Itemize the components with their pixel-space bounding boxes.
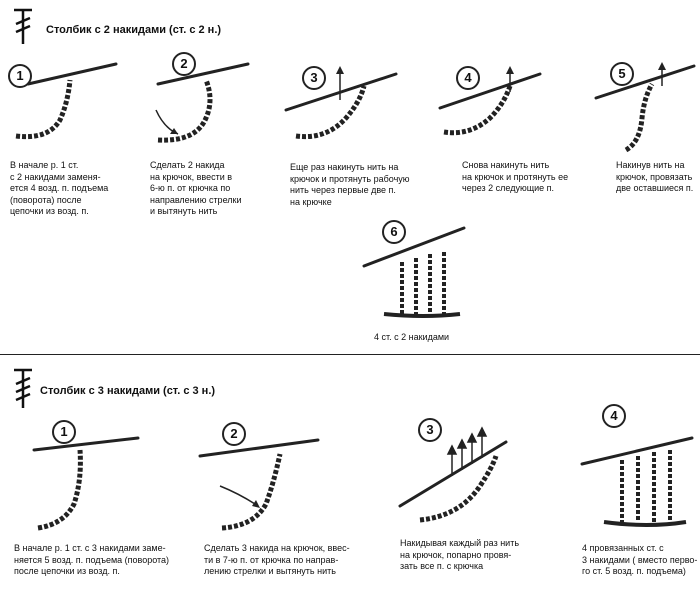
step-illustration (284, 66, 398, 140)
chain-stitch-icon (443, 85, 513, 136)
step-illustration (15, 62, 118, 140)
step-number-badge: 4 (456, 66, 480, 90)
step-number-badge: 2 (222, 422, 246, 446)
step-1-double: 1 (8, 58, 128, 158)
crochet-hook-icon (32, 436, 140, 452)
step-2-treble: 2 (198, 420, 320, 532)
direction-arrow-icon (219, 485, 259, 507)
step-3-double: 3 (284, 60, 398, 160)
crochet-hook-icon (198, 438, 320, 458)
step-caption: В начале р. 1 ст. с 3 накидами заме- няе… (14, 543, 170, 576)
chain-stitch-icon (295, 85, 367, 140)
step-number-badge: 1 (8, 64, 32, 88)
step-caption: 4 провязанных ст. с 3 накидами ( вместо … (582, 543, 698, 576)
step-caption: Накинув нить на крючок, провязать две ос… (616, 160, 694, 193)
step-5-double: 5 (594, 58, 696, 154)
step-caption: Сделать 2 накида на крючок, ввести в 6-ю… (150, 160, 242, 216)
step-illustration (398, 426, 508, 523)
step-number-badge: 2 (172, 52, 196, 76)
chain-stitch-icon (419, 455, 499, 523)
crochet-hook-icon (362, 226, 466, 268)
section-title-double-crochet: Столбик с 2 накидами (ст. с 2 н.) (46, 24, 222, 36)
step-caption: 4 ст. с 2 накидами (374, 332, 450, 342)
section-divider (0, 354, 700, 355)
section-title-treble-crochet: Столбик с 3 накидами (ст. с 3 н.) (40, 385, 216, 397)
chain-stitch-icon (15, 79, 73, 140)
step-illustration (155, 62, 250, 143)
crochet-hook-icon (594, 64, 696, 100)
stitch-columns (400, 252, 446, 314)
step-illustration (32, 436, 140, 531)
direction-arrow-icon (446, 426, 488, 476)
step-number-badge: 6 (382, 220, 406, 244)
step-4-double: 4 (438, 62, 542, 160)
stitch-columns (620, 450, 672, 522)
step-number-badge: 4 (602, 404, 626, 428)
chain-stitch-icon (624, 82, 655, 153)
step-illustration (580, 436, 694, 527)
step-caption: В начале р. 1 ст. с 2 накидами заменя- е… (10, 160, 109, 216)
crochet-hook-icon (438, 72, 542, 110)
step-number-badge: 3 (302, 66, 326, 90)
step-number-badge: 5 (610, 62, 634, 86)
step-2-double: 2 (148, 50, 258, 158)
step-illustration (438, 66, 542, 136)
step-illustration (362, 226, 466, 318)
step-3-treble: 3 (398, 416, 510, 526)
step-caption: Еще раз накинуть нить на крючок и протян… (290, 162, 410, 207)
double-crochet-symbol-icon (14, 8, 32, 44)
step-number-badge: 1 (52, 420, 76, 444)
step-illustration (594, 62, 696, 153)
step-illustration (198, 438, 320, 531)
step-number-badge: 3 (418, 418, 442, 442)
step-6-double: 6 (362, 218, 474, 318)
chain-stitch-icon (37, 449, 83, 531)
step-4-treble: 4 (580, 404, 694, 530)
step-1-treble: 1 (32, 420, 154, 532)
treble-crochet-symbol-icon (14, 368, 32, 408)
crochet-hook-icon (156, 62, 250, 86)
step-caption: Сделать 3 накида на крючок, ввес- ти в 7… (204, 543, 350, 576)
step-caption: Накидывая каждый раз нить на крючок, поп… (400, 538, 520, 571)
crochet-hook-icon (26, 62, 118, 86)
crochet-hook-icon (284, 72, 398, 112)
crochet-hook-icon (398, 440, 508, 508)
chain-stitch-icon (157, 79, 213, 143)
crochet-hook-icon (580, 436, 694, 466)
step-caption: Снова накинуть нить на крючок и протянут… (462, 160, 569, 193)
